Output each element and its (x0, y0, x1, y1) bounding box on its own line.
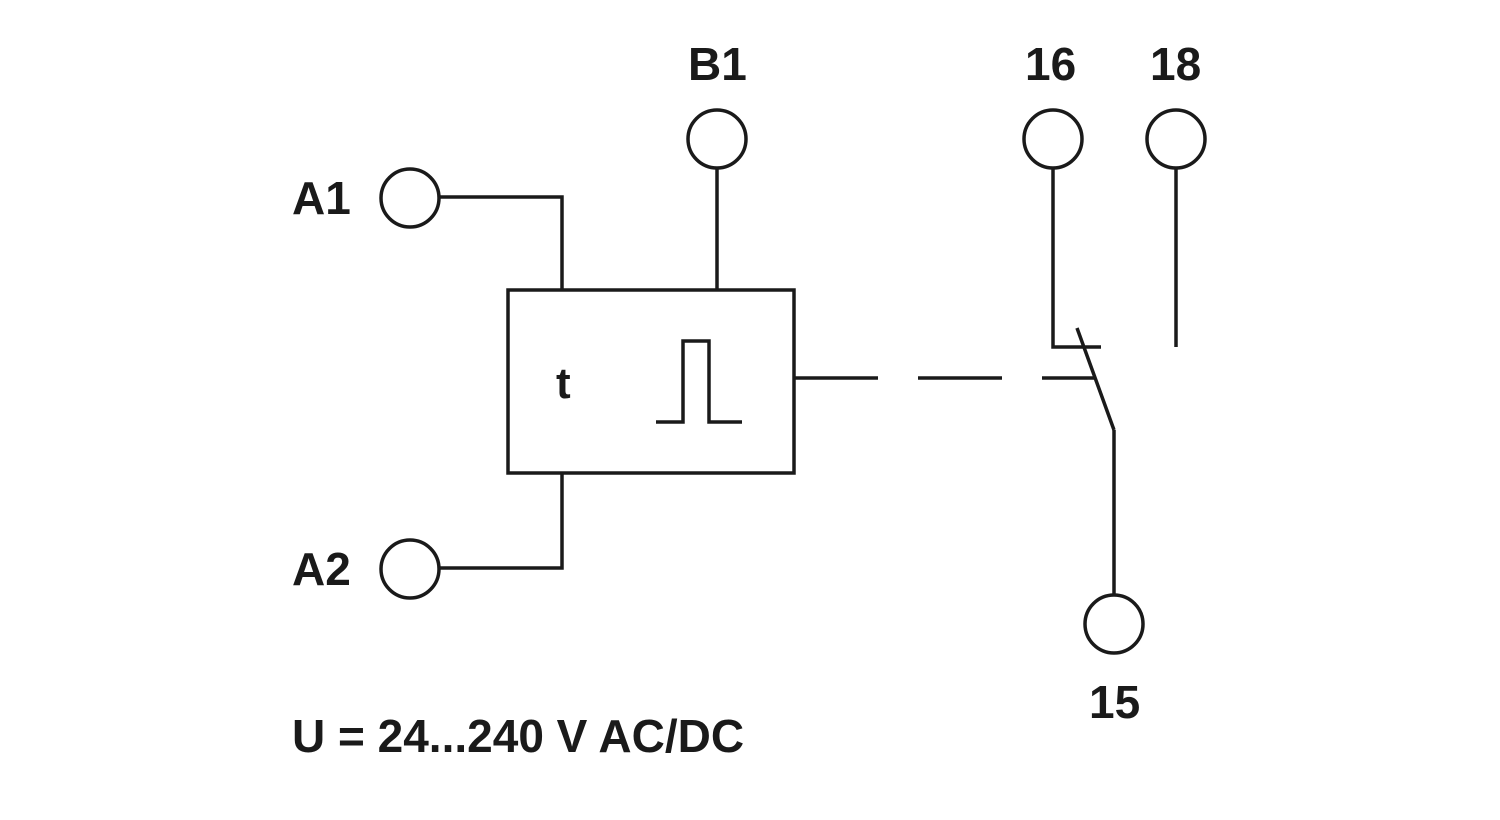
supply-voltage-label: U = 24...240 V AC/DC (292, 710, 744, 762)
wire-16 (1051, 168, 1101, 349)
terminal-18-group: 18 (1145, 38, 1207, 347)
terminal-15-label: 15 (1089, 676, 1140, 728)
contact-blade (1075, 327, 1116, 431)
terminal-a2-label: A2 (292, 543, 351, 595)
terminal-16-icon[interactable] (1022, 108, 1084, 170)
time-symbol: t (556, 359, 571, 408)
function-block-box (506, 288, 796, 475)
terminal-15-group: 15 (1083, 593, 1145, 728)
terminal-b1-icon[interactable] (686, 108, 748, 170)
terminal-b1-label: B1 (688, 38, 747, 90)
terminal-a1-icon[interactable] (379, 167, 441, 229)
wire-a1 (439, 195, 564, 290)
terminal-15-icon[interactable] (1083, 593, 1145, 655)
terminal-18-icon[interactable] (1145, 108, 1207, 170)
terminal-b1-group: B1 (686, 38, 748, 290)
terminal-a1-group: A1 (292, 167, 564, 290)
terminal-16-label: 16 (1025, 38, 1076, 90)
terminal-16-group: 16 (1022, 38, 1101, 349)
wire-a2 (439, 473, 564, 570)
changeover-contact (1075, 327, 1116, 595)
timer-function-block: t (506, 288, 796, 475)
terminal-18-label: 18 (1150, 38, 1201, 90)
terminal-a1-label: A1 (292, 172, 351, 224)
terminal-a2-group: A2 (292, 473, 564, 600)
terminal-a2-icon[interactable] (379, 538, 441, 600)
single-pulse-icon (656, 339, 742, 424)
